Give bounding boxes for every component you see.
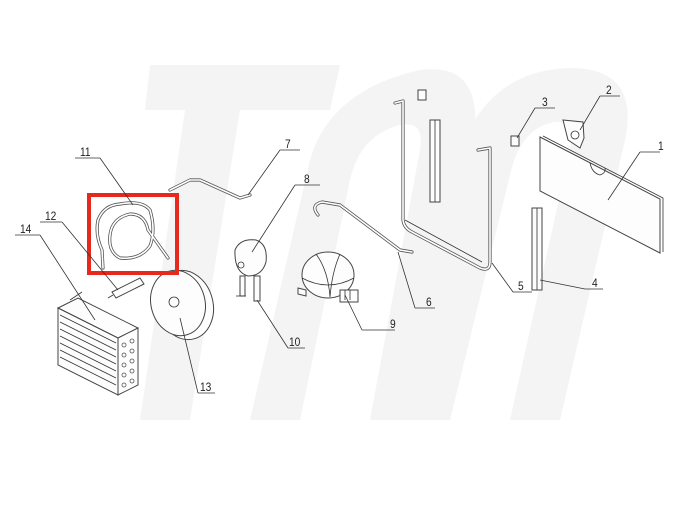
leader-lines — [15, 95, 660, 394]
part-5-u-tube[interactable] — [393, 99, 492, 271]
part-14-condenser[interactable] — [56, 291, 140, 396]
callout-7: 7 — [285, 137, 291, 151]
part-6-tube[interactable] — [313, 200, 414, 254]
part-8-receiver[interactable] — [234, 239, 267, 277]
callout-5: 5 — [518, 279, 524, 293]
callout-3: 3 — [542, 95, 548, 109]
callout-11: 11 — [80, 145, 91, 159]
callout-2: 2 — [606, 83, 612, 97]
callout-4: 4 — [592, 276, 598, 290]
part-1-panel[interactable] — [539, 135, 664, 254]
callout-6: 6 — [426, 295, 432, 309]
callout-9: 9 — [390, 317, 396, 331]
part-12-filter-drier[interactable] — [107, 277, 145, 299]
callout-8: 8 — [304, 172, 310, 186]
callout-12: 12 — [45, 209, 57, 223]
part-11-capillary-coil[interactable] — [95, 201, 170, 270]
part-13-fan-disc[interactable] — [143, 264, 221, 346]
part-10-bracket[interactable] — [236, 275, 261, 302]
part-3-clip[interactable] — [417, 89, 520, 147]
highlight-box — [87, 193, 179, 275]
part-2-bracket[interactable] — [562, 119, 585, 149]
callout-13: 13 — [200, 380, 212, 394]
callout-1: 1 — [658, 139, 664, 153]
part-9-compressor[interactable] — [297, 251, 359, 303]
part-4-rail[interactable] — [429, 119, 543, 291]
part-7-tube[interactable] — [168, 178, 252, 200]
callout-14: 14 — [20, 222, 32, 236]
watermark-logo — [140, 65, 628, 420]
callout-10: 10 — [289, 335, 301, 349]
